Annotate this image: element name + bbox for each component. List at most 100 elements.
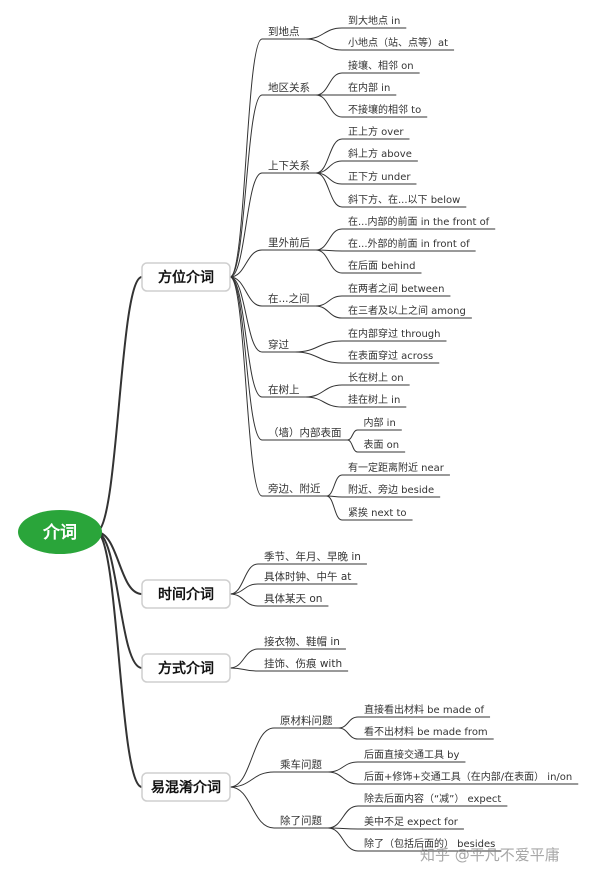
b0-sub-8-connector-2 — [326, 495, 343, 521]
b0-sub-8-leaf-0: 有一定距离附近 near — [348, 461, 445, 474]
b0-sub-6-leaf-1: 挂在树上 in — [348, 393, 400, 406]
b1-leaf-1: 具体时钟、中午 at — [264, 570, 351, 583]
root-connector-0 — [95, 276, 143, 533]
b0-sub-2-connector-0 — [315, 138, 343, 174]
b1-connector-1 — [229, 583, 259, 595]
b0-sub-6: 在树上 — [268, 383, 300, 396]
b0-connector-3 — [229, 249, 263, 278]
b0-sub-7-leaf-1: 表面 on — [364, 438, 400, 451]
b0-sub-5-leaf-0: 在内部穿过 through — [348, 327, 440, 340]
b0-sub-5: 穿过 — [268, 338, 289, 351]
b3-sub-2-connector-0 — [327, 805, 359, 829]
b3-sub-0-connector-0 — [338, 716, 359, 729]
b3-connector-0 — [229, 727, 275, 788]
b0-sub-8-connector-0 — [326, 474, 343, 497]
b1-leaf-0: 季节、年月、早晚 in — [264, 550, 361, 563]
b0-sub-0-connector-1 — [305, 38, 343, 51]
b3-sub-0-leaf-0: 直接看出材料 be made of — [364, 703, 485, 716]
b0-sub-2: 上下关系 — [268, 159, 310, 172]
b0-sub-7: （墙）内部表面 — [268, 426, 342, 439]
b0-sub-3-leaf-1: 在...外部的前面 in front of — [348, 237, 470, 250]
b0-sub-5-connector-1 — [294, 351, 343, 364]
b0-sub-4-connector-0 — [315, 295, 343, 307]
b0-sub-1-connector-2 — [315, 94, 343, 118]
b0-sub-4-leaf-1: 在三者及以上之间 among — [348, 304, 466, 317]
main-branch-label-0: 方位介词 — [158, 269, 214, 286]
b0-sub-3-connector-0 — [315, 228, 343, 251]
b0-sub-6-leaf-0: 长在树上 on — [348, 371, 404, 384]
b0-sub-7-connector-0 — [347, 429, 358, 441]
b3-sub-0: 原材料问题 — [280, 714, 333, 727]
b0-sub-2-connector-1 — [315, 160, 343, 174]
root-connector-1 — [95, 531, 143, 595]
b0-sub-8: 旁边、附近 — [268, 482, 321, 495]
root-label: 介词 — [42, 522, 77, 543]
b0-sub-7-connector-1 — [347, 439, 358, 453]
b0-sub-2-leaf-0: 正上方 over — [348, 125, 404, 138]
b2-leaf-0: 接衣物、鞋帽 in — [264, 635, 340, 648]
b2-leaf-1: 挂饰、伤痕 with — [264, 657, 342, 670]
b0-connector-7 — [229, 276, 263, 441]
b2-connector-1 — [229, 667, 259, 672]
b0-connector-6 — [229, 276, 263, 398]
b1-connector-0 — [229, 563, 259, 595]
root-connector-3 — [95, 531, 143, 788]
b3-sub-1-leaf-1: 后面+修饰+交通工具（在内部/在表面） in/on — [364, 770, 572, 783]
watermark: 知乎 @平凡不爱平庸 — [420, 846, 560, 864]
b0-connector-1 — [229, 94, 263, 278]
b3-sub-2-leaf-1: 美中不足 expect for — [364, 815, 459, 828]
root-connector-2 — [95, 531, 143, 669]
main-branch-node-0[interactable] — [141, 262, 231, 292]
b3-sub-2-leaf-2: 除了（包括后面的） besides — [364, 837, 495, 850]
b3-sub-1-connector-1 — [327, 771, 359, 785]
b3-sub-2-leaf-0: 除去后面内容（“减”） expect — [364, 792, 501, 805]
main-branch-label-1: 时间介词 — [158, 586, 214, 603]
b0-sub-3: 里外前后 — [268, 236, 310, 249]
main-branch-node-1[interactable] — [141, 579, 231, 609]
b0-sub-4-connector-1 — [315, 305, 343, 319]
b0-connector-0 — [229, 38, 263, 278]
b0-sub-0-leaf-1: 小地点（站、点等）at — [348, 36, 448, 49]
b0-sub-2-leaf-1: 斜上方 above — [348, 147, 412, 160]
connector-lines — [95, 27, 579, 852]
b0-sub-0-leaf-0: 到大地点 in — [348, 14, 400, 27]
b0-sub-2-connector-3 — [315, 172, 343, 208]
b0-sub-5-leaf-1: 在表面穿过 across — [348, 349, 433, 362]
b0-connector-2 — [229, 172, 263, 278]
b3-sub-0-leaf-1: 看不出材料 be made from — [364, 725, 488, 738]
b0-sub-3-leaf-0: 在...内部的前面 in the front of — [348, 215, 490, 228]
b0-sub-1-leaf-2: 不接壤的相邻 to — [348, 103, 421, 116]
b3-sub-0-connector-1 — [338, 727, 359, 740]
main-branch-label-2: 方式介词 — [158, 660, 214, 677]
main-branch-node-3[interactable] — [141, 772, 231, 802]
b0-sub-1-leaf-0: 接壤、相邻 on — [348, 59, 414, 72]
b0-sub-0-connector-0 — [305, 27, 343, 40]
b0-sub-4-leaf-0: 在两者之间 between — [348, 282, 444, 295]
b1-connector-2 — [229, 593, 259, 607]
main-branch-node-2[interactable] — [141, 653, 231, 683]
b3-connector-2 — [229, 786, 275, 829]
b3-sub-2: 除了问题 — [280, 814, 322, 827]
root-node[interactable] — [18, 510, 102, 554]
b1-leaf-2: 具体某天 on — [264, 593, 322, 605]
b0-connector-8 — [229, 276, 263, 497]
b0-sub-0: 到地点 — [268, 25, 300, 38]
b0-sub-8-leaf-1: 附近、旁边 beside — [348, 483, 434, 496]
b0-sub-5-connector-0 — [294, 340, 343, 353]
mindmap-nodes: 介词 方位介词 到地点 到大地点 in 小地点（站、点等）at 地区关系 接壤、相邻 on 在… — [18, 14, 572, 850]
b0-sub-1-leaf-1: 在内部 in — [348, 81, 390, 94]
b0-sub-4: 在...之间 — [268, 292, 310, 305]
b2-connector-0 — [229, 648, 259, 669]
b0-connector-5 — [229, 276, 263, 353]
b0-sub-8-leaf-2: 紧挨 next to — [348, 506, 407, 519]
b0-sub-3-leaf-2: 在后面 behind — [348, 260, 415, 272]
b0-sub-1: 地区关系 — [268, 81, 310, 94]
b0-sub-3-connector-2 — [315, 249, 343, 274]
main-branch-label-3: 易混淆介词 — [151, 779, 221, 796]
b0-sub-6-connector-0 — [305, 384, 343, 398]
b0-sub-1-connector-0 — [315, 72, 343, 96]
b0-sub-2-leaf-2: 正下方 under — [348, 170, 411, 183]
b3-sub-1-connector-0 — [327, 761, 359, 773]
b3-connector-1 — [229, 771, 275, 788]
